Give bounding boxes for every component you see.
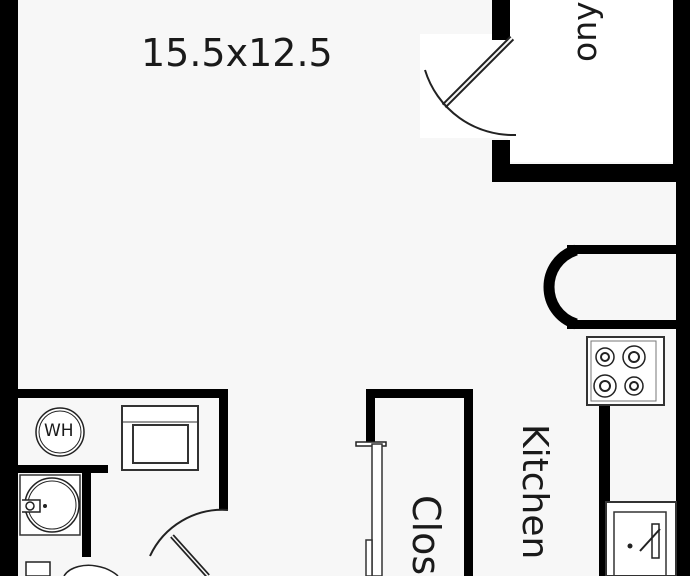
toilet [25, 561, 119, 576]
water-heater [35, 407, 85, 457]
kitchen-sink [605, 501, 677, 576]
bath-divider [18, 465, 108, 473]
balcony-door-swing [424, 69, 517, 137]
room-dimension-label: 15.5x12.5 [141, 31, 333, 75]
bath-stall-wall [82, 465, 91, 557]
balcony-wall-right [673, 0, 690, 182]
bathroom-door [149, 508, 229, 576]
kitchen-counter-wall [599, 405, 610, 576]
refrigerator [543, 244, 579, 330]
fridge-wall-bottom [567, 320, 677, 329]
closet-wall-top [366, 389, 473, 398]
balcony-wall-bottom [492, 164, 690, 182]
kitchen-right-wall [676, 182, 690, 576]
balcony-door [424, 35, 517, 137]
balcony-label: ony [565, 1, 604, 62]
bathroom-sink [19, 474, 81, 536]
closet-wall-right [464, 389, 473, 576]
left-exterior-wall [0, 0, 18, 576]
bath-wall-top [18, 389, 226, 398]
stove-burners [593, 345, 646, 398]
water-heater-label: WH [44, 421, 74, 441]
bath-wall-right [219, 389, 228, 509]
closet-doors [355, 441, 387, 576]
closet-wall-left [366, 389, 375, 444]
sink-drain [627, 543, 633, 549]
kitchen-label: Kitchen [514, 424, 555, 560]
stove [586, 336, 665, 406]
bathroom-door-swing [149, 508, 229, 557]
balcony-wall-left-upper [492, 0, 510, 40]
fridge-wall-top [567, 245, 677, 254]
closet-label: Clos [404, 495, 448, 576]
washer-dryer [121, 405, 199, 471]
balcony-floor [508, 0, 673, 162]
